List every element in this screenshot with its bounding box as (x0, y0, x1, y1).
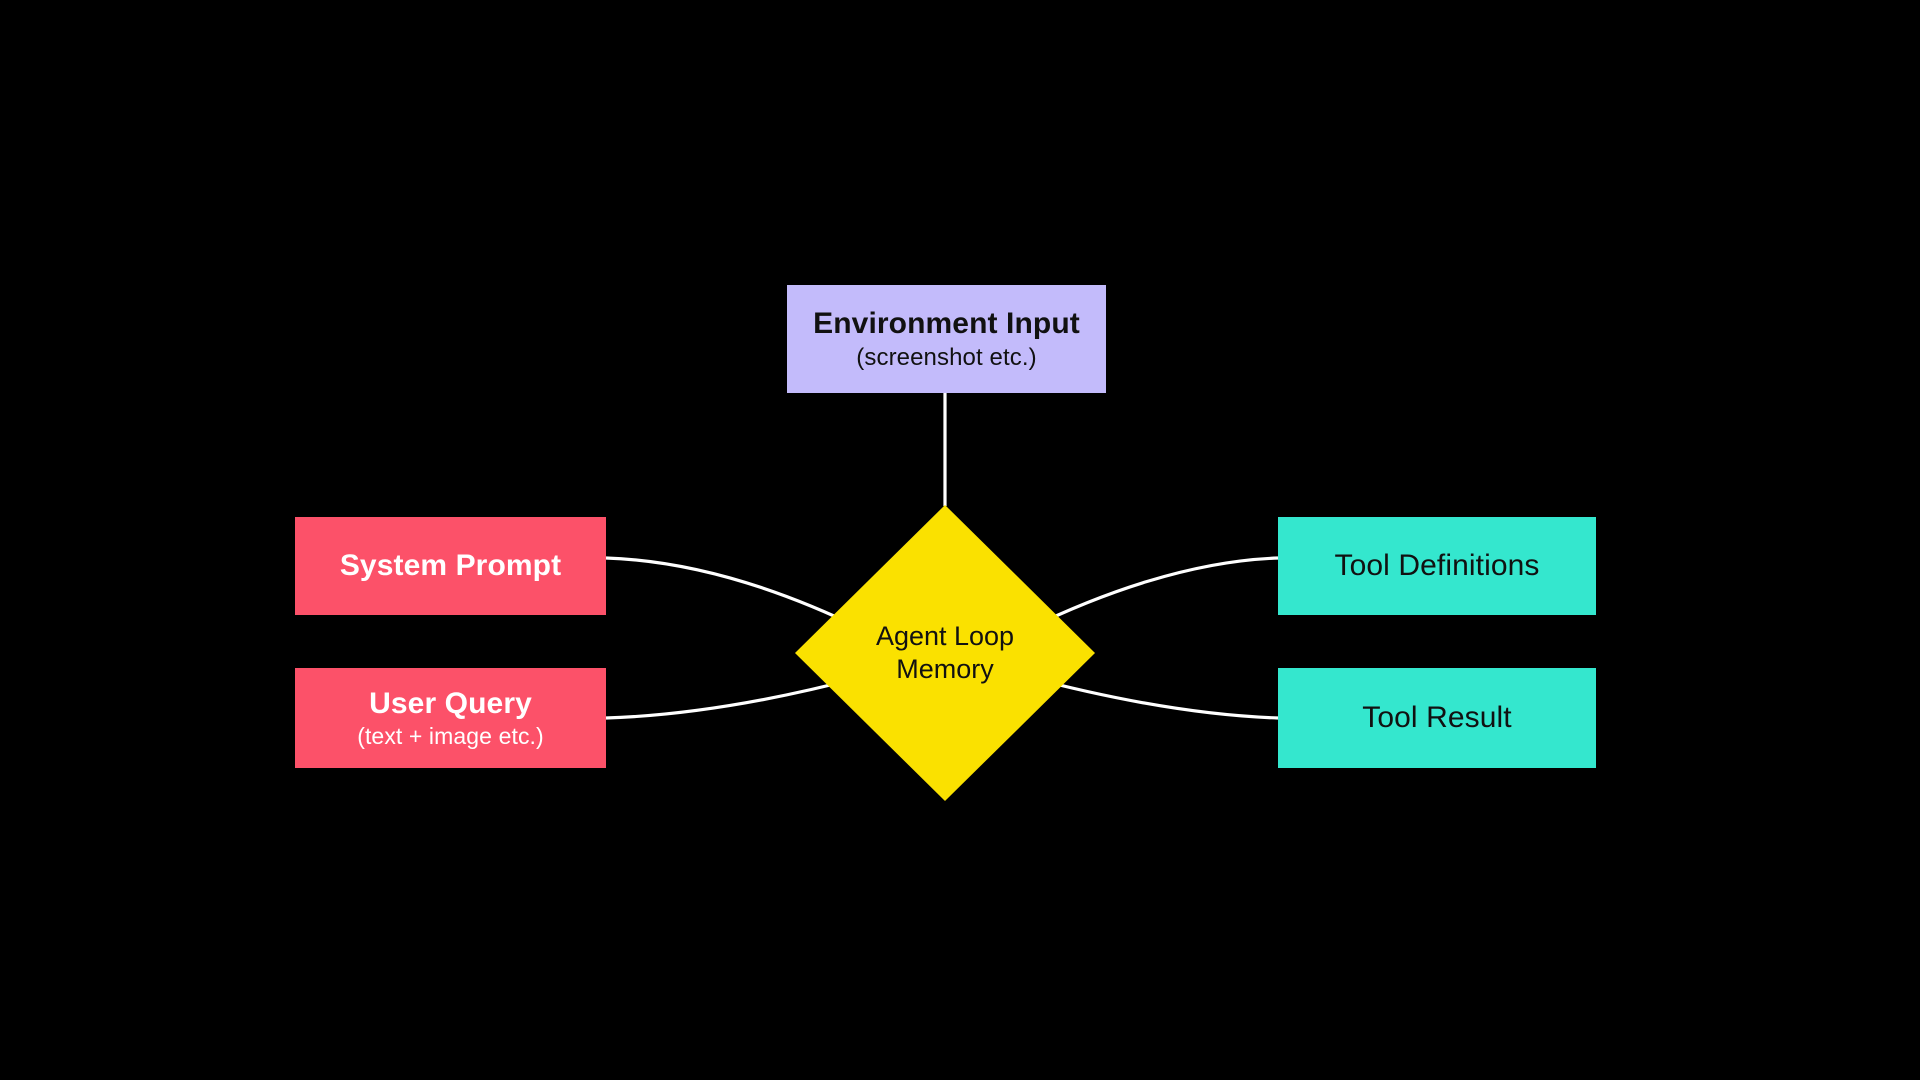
node-environment-input-title: Environment Input (813, 307, 1080, 341)
node-tool-result-title: Tool Result (1362, 701, 1512, 735)
node-agent-loop-memory-title-line1: Agent Loop (875, 621, 1015, 652)
node-user-query-subtitle: (text + image etc.) (357, 723, 544, 750)
node-agent-loop-memory-label: Agent Loop Memory (830, 620, 1060, 686)
node-agent-loop-memory-title-line2: Memory (896, 654, 994, 684)
node-tool-definitions[interactable]: Tool Definitions (1278, 517, 1596, 615)
node-system-prompt[interactable]: System Prompt (295, 517, 606, 615)
node-user-query-title: User Query (369, 686, 532, 720)
node-environment-input[interactable]: Environment Input (screenshot etc.) (787, 285, 1106, 393)
node-user-query[interactable]: User Query (text + image etc.) (295, 668, 606, 768)
node-agent-loop-memory[interactable]: Agent Loop Memory (795, 505, 1095, 801)
node-tool-result[interactable]: Tool Result (1278, 668, 1596, 768)
node-environment-input-subtitle: (screenshot etc.) (856, 343, 1037, 371)
node-system-prompt-title: System Prompt (339, 549, 562, 583)
node-tool-definitions-title: Tool Definitions (1334, 549, 1540, 583)
